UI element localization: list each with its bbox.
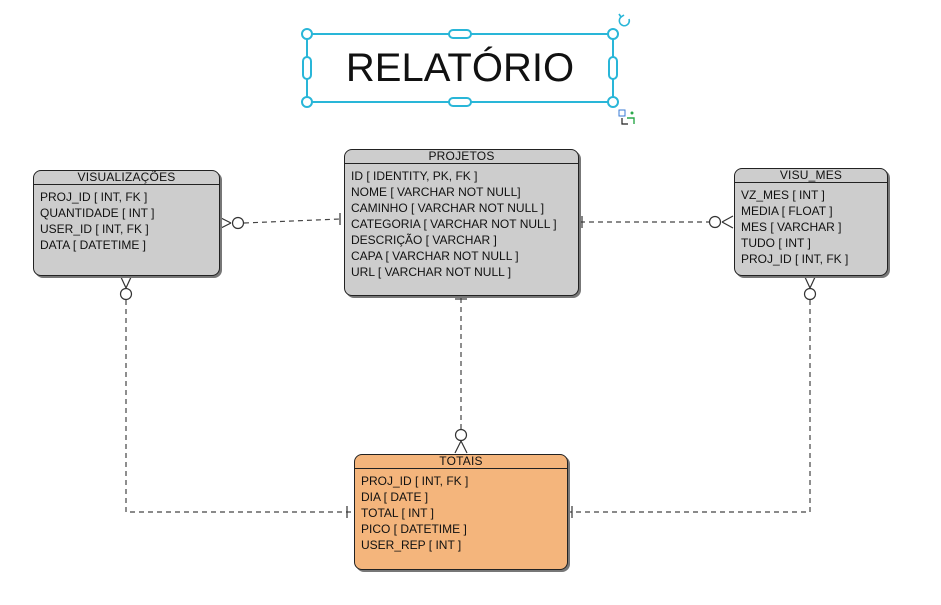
entity-field: QUANTIDADE [ INT ] — [40, 206, 155, 220]
entity-field: USER_ID [ INT, FK ] — [40, 222, 149, 236]
entity-header: VISUALIZAÇÕES — [34, 171, 219, 185]
resize-handle-bottom[interactable] — [448, 97, 472, 107]
entity-header: VISU_MES — [735, 169, 887, 183]
resize-handle-right[interactable] — [608, 56, 618, 80]
entity-field: CAMINHO [ VARCHAR NOT NULL ] — [351, 201, 545, 215]
title-selection-frame[interactable] — [301, 13, 635, 125]
rotate-icon[interactable] — [618, 13, 631, 27]
entity-field: DESCRIÇÃO [ VARCHAR ] — [351, 233, 497, 247]
rel-visualizacoes-projetos[interactable] — [243, 218, 341, 224]
entity-header: PROJETOS — [345, 150, 578, 164]
entity-field: CATEGORIA [ VARCHAR NOT NULL ] — [351, 217, 557, 231]
resize-handle-bottom-right[interactable] — [607, 96, 619, 108]
entity-totais[interactable]: TOTAIS PROJ_ID [ INT, FK ] DIA [ DATE ] … — [354, 454, 568, 570]
crows-foot-visualizacoes-bottom — [119, 274, 133, 301]
entity-visualizacoes[interactable]: VISUALIZAÇÕES PROJ_ID [ INT, FK ] QUANTI… — [33, 170, 220, 276]
edit-style-icon[interactable] — [618, 109, 635, 125]
entity-field: MEDIA [ FLOAT ] — [741, 204, 833, 218]
rel-visu-mes-totais[interactable] — [568, 300, 811, 513]
crows-foot-totais-top — [454, 428, 468, 454]
entity-field: TOTAL [ INT ] — [361, 506, 434, 520]
crows-foot-visu-mes-left — [708, 215, 734, 229]
entity-field-list: PROJ_ID [ INT, FK ] DIA [ DATE ] TOTAL [… — [355, 469, 567, 557]
entity-field: PICO [ DATETIME ] — [361, 522, 467, 536]
entity-field: VZ_MES [ INT ] — [741, 188, 825, 202]
crows-foot-visu-mes-bottom — [803, 274, 817, 301]
resize-handle-left[interactable] — [302, 56, 312, 80]
diagram-title[interactable]: RELATÓRIO — [345, 45, 575, 90]
resize-handle-top[interactable] — [448, 29, 472, 39]
crows-foot-visualizacoes-right — [218, 216, 245, 230]
entity-field-list: ID [ IDENTITY, PK, FK ] NOME [ VARCHAR N… — [345, 164, 578, 284]
entity-field: DATA [ DATETIME ] — [40, 238, 147, 252]
entity-visu-mes[interactable]: VISU_MES VZ_MES [ INT ] MEDIA [ FLOAT ] … — [734, 168, 888, 276]
entity-field: ID [ IDENTITY, PK, FK ] — [351, 169, 478, 183]
entity-field: CAPA [ VARCHAR NOT NULL ] — [351, 249, 519, 263]
entity-field: URL [ VARCHAR NOT NULL ] — [351, 265, 512, 279]
entity-header: TOTAIS — [355, 455, 567, 469]
entity-field: MES [ VARCHAR ] — [741, 220, 842, 234]
rel-visualizacoes-totais[interactable] — [125, 300, 352, 513]
entity-field-list: VZ_MES [ INT ] MEDIA [ FLOAT ] MES [ VAR… — [735, 183, 887, 271]
entity-field-list: PROJ_ID [ INT, FK ] QUANTIDADE [ INT ] U… — [34, 185, 219, 257]
entity-field: PROJ_ID [ INT, FK ] — [40, 190, 148, 204]
entity-projetos[interactable]: PROJETOS ID [ IDENTITY, PK, FK ] NOME [ … — [344, 149, 579, 296]
entity-field: TUDO [ INT ] — [741, 236, 811, 250]
entity-field: DIA [ DATE ] — [361, 490, 429, 504]
entity-field: NOME [ VARCHAR NOT NULL] — [351, 185, 521, 199]
entity-field: PROJ_ID [ INT, FK ] — [741, 252, 849, 266]
entity-field: USER_REP [ INT ] — [361, 538, 462, 552]
resize-handle-bottom-left[interactable] — [301, 96, 313, 108]
resize-handle-top-left[interactable] — [301, 28, 313, 40]
resize-handle-top-right[interactable] — [607, 28, 619, 40]
entity-field: PROJ_ID [ INT, FK ] — [361, 474, 469, 488]
